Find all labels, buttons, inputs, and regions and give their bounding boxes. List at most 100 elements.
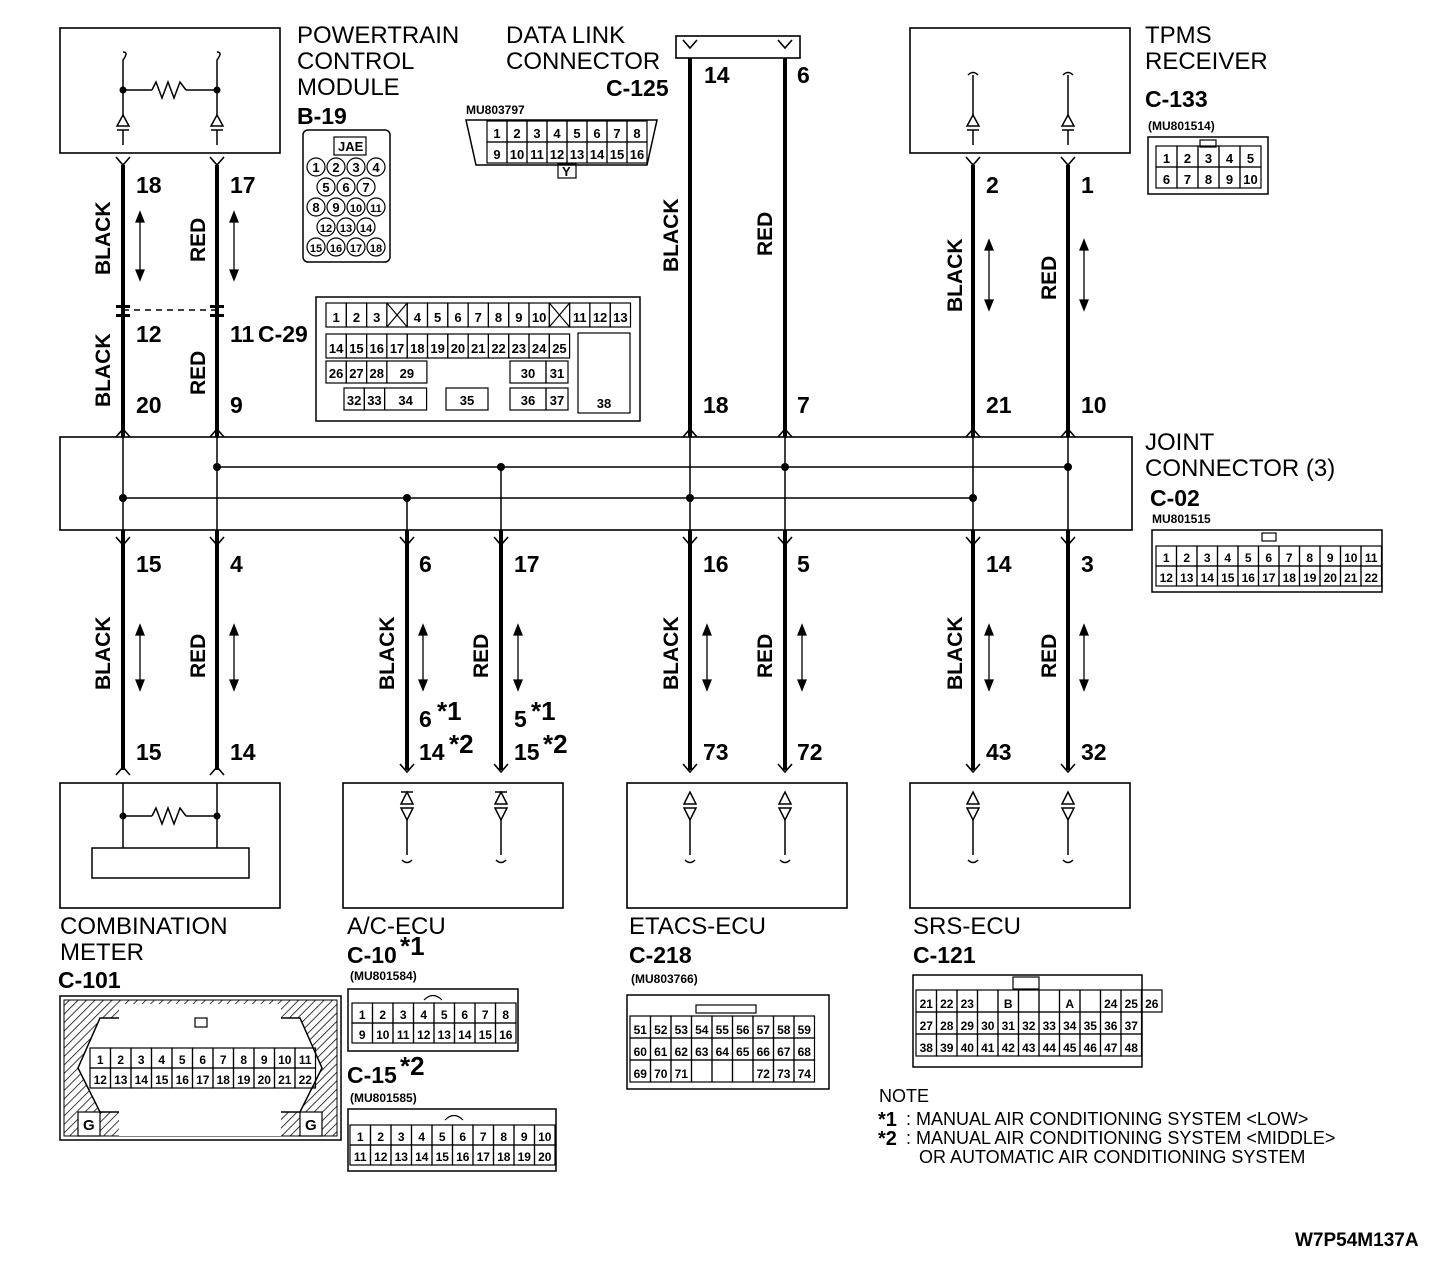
pin-label: 7 [482,1008,489,1022]
pin-number: 10 [1081,392,1107,418]
pin-number: 32 [1081,739,1107,765]
pin-label: 25 [1125,997,1139,1011]
pin-cell [306,197,326,217]
wire-color-black: BLACK [944,617,967,691]
pin-label: 18 [497,1150,511,1164]
pin-number: 1 [1081,172,1094,198]
pin-label: 34 [1063,1019,1077,1033]
pin-cell [577,332,631,414]
dlc-part-number: MU803797 [466,103,525,117]
pcm-junction-dots [119,86,221,94]
pin-label: 1 [1163,151,1170,166]
pin-cell [793,1059,816,1083]
pin-label: 19 [237,1073,251,1087]
pin-label: 4 [553,126,561,141]
meter-name-line1: COMBINATION [60,913,228,940]
pin-cell [1239,166,1262,189]
pin-number: 15 [136,739,162,765]
wires [121,58,1070,770]
pin-label: 8 [240,1053,247,1067]
ac-part2: (MU801585) [350,1091,417,1105]
tpms-internal-circuit [965,71,1076,145]
pin-label: 11 [397,1028,410,1042]
pin-cell [356,177,376,197]
pin-label: 6 [342,180,349,195]
pin-number: 14 [704,62,730,88]
pin-label: 6 [459,1130,466,1144]
pin-label: 6 [1265,551,1272,565]
pin-label: 12 [417,1028,431,1042]
pin-label: 10 [350,203,362,215]
pin-label: 33 [367,393,381,408]
wire-color-red: RED [1038,256,1061,300]
pin-label: 9 [261,1053,268,1067]
pin-cell [533,1144,556,1166]
pin-label: 29 [961,1019,975,1033]
pin-label: 1 [333,310,340,325]
pin-label: B [1004,997,1013,1011]
pin-label: 13 [613,310,627,325]
pcm-name-line2: CONTROL [297,48,414,75]
ac-connector2-mark: *2 [400,1051,425,1081]
pin-label: 14 [458,1028,472,1042]
pin-label: 48 [1125,1041,1139,1055]
pin-label: 51 [634,1023,648,1037]
pin-label: 58 [777,1023,791,1037]
pin-cell [548,333,571,359]
srs-connector-id: C-121 [913,942,976,968]
pin-label: 19 [430,341,444,356]
pin-label: 15 [610,147,624,162]
pin-label: 31 [1002,1019,1016,1033]
pin-number: 17 [514,551,540,577]
pin-label: 11 [299,1053,312,1067]
pin-number: 43 [986,739,1012,765]
pin-label: 18 [217,1073,231,1087]
pin-label: 2 [332,160,339,175]
pin-label: 13 [1180,571,1194,585]
pin-cell [356,217,376,237]
pin-label: 15 [1221,571,1235,585]
pin-label: 59 [798,1023,812,1037]
pin-label: 28 [370,366,384,381]
pin-label: 43 [1022,1041,1036,1055]
pin-label: 47 [1104,1041,1118,1055]
pin-label: 5 [179,1053,186,1067]
pin-label: 15 [310,243,322,255]
pin-cell [626,141,648,164]
pin-label: 34 [398,393,413,408]
pin-label: 20 [451,341,465,356]
pin-label: 44 [1043,1041,1057,1055]
pin-label: 6 [454,310,461,325]
pin-label: 8 [502,1008,509,1022]
pin-cell [1079,989,1102,1013]
joint-name-line1: JOINT [1145,429,1215,456]
pin-label: 37 [1125,1019,1139,1033]
pin-label: 67 [777,1045,791,1059]
pin-label: 46 [1084,1041,1098,1055]
pin-label: 18 [370,243,382,255]
pin-label: 56 [736,1023,750,1037]
pin-label: 74 [798,1067,812,1081]
pin-label: 19 [518,1150,532,1164]
pin-cell [326,197,346,217]
pin-label: 32 [1022,1019,1036,1033]
pin-label: 16 [1242,571,1256,585]
pin-number: 21 [986,392,1012,418]
pin-label: 32 [347,393,361,408]
pin-label: 27 [920,1019,934,1033]
pin-number: 9 [230,392,243,418]
pin-number: 73 [703,739,729,765]
pin-cell [366,197,386,217]
dlc-connector-id: C-125 [606,75,669,101]
pin-label: 17 [1262,571,1276,585]
pin-number: 5 [514,706,527,732]
pin-label: 62 [675,1045,689,1059]
pin-cell [445,387,489,411]
ac-ecu-box [342,782,564,909]
pin-label: 73 [777,1067,791,1081]
pin-label: 5 [434,310,441,325]
ac-part1: (MU801584) [350,969,417,983]
pin-label: 17 [477,1150,491,1164]
pin-label: 12 [1160,571,1174,585]
